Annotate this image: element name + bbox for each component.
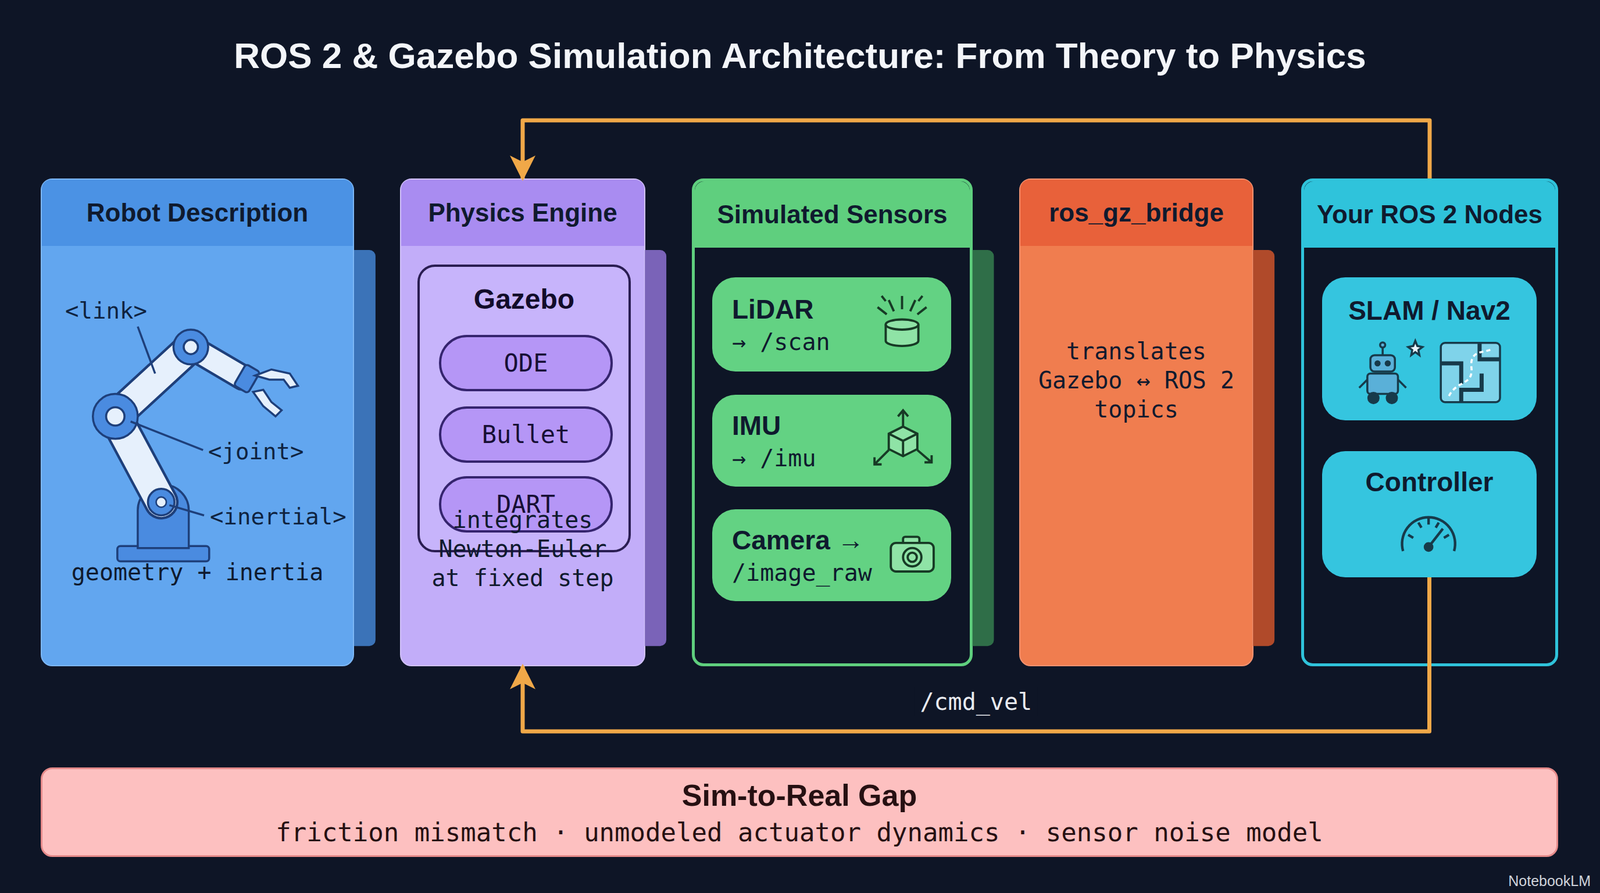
node-heading: Simulated Sensors [694, 200, 970, 230]
node-heading: IMU [731, 409, 882, 442]
node-body: /image_raw [731, 559, 882, 587]
sensor-box: LiDAR → /scan [712, 277, 952, 372]
feedback-arrow [522, 120, 1430, 179]
node-heading: Camera → [731, 524, 882, 556]
label-holder: NotebookLM [1508, 872, 1591, 890]
label-holder: <link> [65, 297, 148, 324]
engine-pill: ODE [438, 334, 613, 392]
edge-label: /cmd_vel [913, 687, 1038, 717]
gap-band: Sim-to-Real Gap friction mismatch · unmod… [40, 767, 1559, 857]
node-heading: Your ROS 2 Nodes [1304, 200, 1556, 230]
node-heading: LiDAR [731, 293, 882, 325]
engine-box: GazeboODE BulletDART [417, 264, 631, 553]
imu-icon [874, 410, 932, 465]
node-heading: Sim-to-Real Gap [681, 777, 918, 813]
column-shadow [354, 250, 1275, 646]
column-panel: Robot Description geometry + inertia [40, 178, 355, 667]
part-label: <inertial> [209, 503, 347, 530]
column-header: Your ROS 2 Nodes [1304, 181, 1556, 248]
sensor-box: IMU→ /imu [712, 394, 952, 487]
node-heading: Gazebo [473, 283, 575, 316]
part-label: <joint> [208, 438, 304, 465]
node-body: → /scan [731, 328, 882, 356]
sensor-box: Camera → /image_raw [712, 509, 952, 602]
node-heading: ros_gz_bridge [1020, 198, 1253, 228]
node-heading: Robot Description [41, 198, 353, 228]
label-holder: <joint> [208, 438, 304, 465]
column-header: Robot Description [41, 179, 353, 246]
node-body: translates Gazebo ↔ ROS 2 topics [1029, 336, 1245, 424]
node-body: geometry + inertia [58, 557, 338, 587]
ros-node-box: Controller [1322, 451, 1537, 578]
column-header: Physics Engine [401, 179, 645, 246]
feedback-arrow [522, 577, 1430, 732]
column-panel: Simulated SensorsLiDAR → /scanIMU→ /imuCa… [691, 178, 973, 667]
column-header: Simulated Sensors [694, 181, 970, 248]
node-heading: Bullet [481, 420, 571, 449]
engine-pill: Bullet [438, 406, 613, 463]
node-heading: Physics Engine [401, 198, 645, 228]
node-heading: ODE [504, 348, 549, 378]
column-panel: ros_gz_bridge translates Gazebo ↔ ROS 2 t… [1019, 178, 1254, 667]
map-icon [1440, 343, 1500, 403]
camera-icon [890, 536, 934, 572]
node-heading: DART [496, 490, 556, 519]
node-heading: SLAM / Nav2 [1348, 294, 1511, 327]
column-header: ros_gz_bridge [1020, 179, 1253, 246]
column-panel: Your ROS 2 NodesSLAM / Nav2Controller [1301, 178, 1559, 667]
diagram-title: ROS 2 & Gazebo Simulation Architecture: … [0, 0, 1600, 77]
node-body: friction mismatch · unmodeled actuator d… [275, 817, 1323, 848]
label-holder: <inertial> [209, 503, 347, 530]
robot-icon [1359, 340, 1423, 403]
lidar-icon [877, 295, 927, 346]
gauge-icon [1402, 517, 1456, 552]
column-panel: Physics Engineintegrates Newton-Euler at… [400, 178, 646, 667]
edge-label-holder: /cmd_vel [913, 687, 1038, 717]
ros-node-box: SLAM / Nav2 [1322, 277, 1537, 421]
part-label: <link> [65, 297, 148, 324]
node-body: → /imu [731, 444, 882, 472]
watermark: NotebookLM [1508, 872, 1591, 890]
node-heading: Controller [1365, 466, 1494, 498]
